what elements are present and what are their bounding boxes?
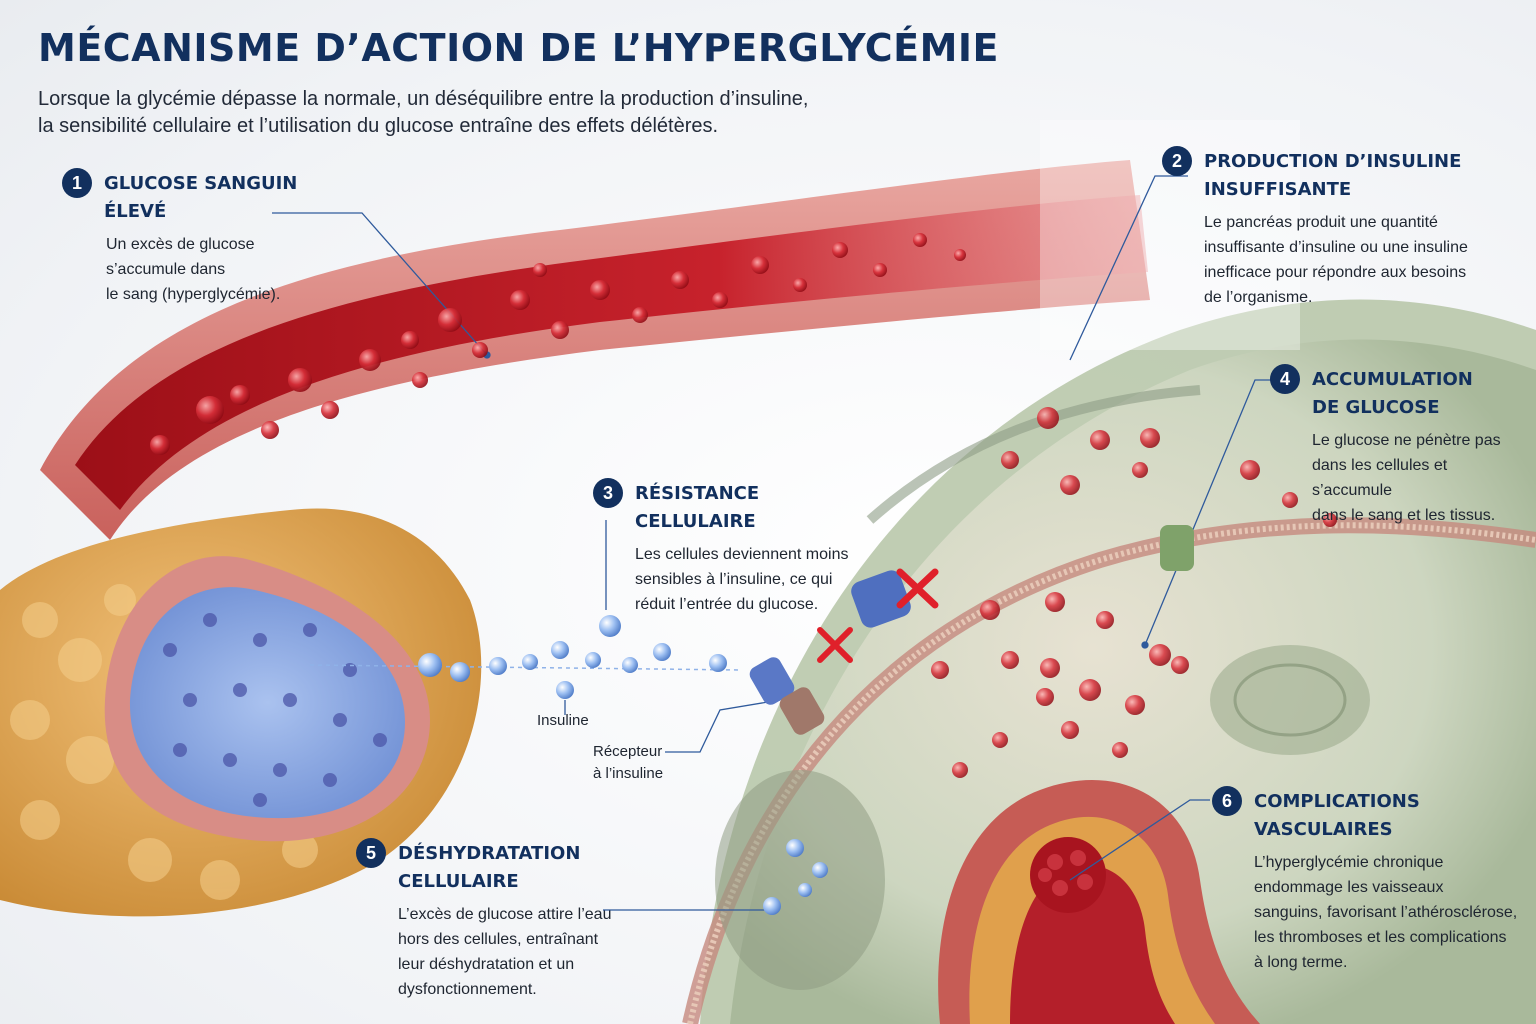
receptor-2 (779, 687, 825, 735)
damaged-vessel (938, 780, 1260, 1024)
callout-4: 4 ACCUMULATION DE GLUCOSE Le glucose ne … (1270, 364, 1520, 528)
callout-title: GLUCOSE SANGUIN ÉLEVÉ (104, 173, 298, 222)
thrombus (1030, 837, 1106, 913)
step-number-badge: 2 (1162, 146, 1192, 176)
page-title: MÉCANISME D’ACTION DE L’HYPERGLYCÉMIE (38, 26, 999, 70)
receptor-1 (749, 657, 795, 705)
leader-line-6 (1069, 799, 1210, 881)
pancreas (0, 508, 482, 917)
receptor-3 (851, 570, 911, 628)
callout-5: 5 DÉSHYDRATATION CELLULAIRE L’excès de g… (356, 838, 676, 1002)
callout-title: PRODUCTION D’INSULINE INSUFFISANTE (1204, 151, 1462, 200)
step-number-badge: 4 (1270, 364, 1300, 394)
subtitle-line: Lorsque la glycémie dépasse la normale, … (38, 88, 809, 110)
label-insuline: Insuline (537, 712, 589, 729)
callout-title: COMPLICATIONS VASCULAIRES (1254, 791, 1420, 840)
callout-title: RÉSISTANCE CELLULAIRE (635, 483, 760, 532)
subtitle-line: la sensibilité cellulaire et l’utilisati… (38, 115, 719, 137)
blocked-x-icon (817, 627, 853, 663)
step-number-badge: 1 (62, 168, 92, 198)
leader-line-2 (1069, 175, 1188, 361)
callout-body: L’excès de glucose attire l’eau hors des… (398, 906, 612, 998)
cell-cross-section (682, 299, 1536, 1024)
callout-body: L’hyperglycémie chronique endommage les … (1254, 854, 1518, 971)
organelle (1210, 645, 1370, 755)
insulin-receptors (749, 525, 1194, 735)
step-number-badge: 3 (593, 478, 623, 508)
glucose-molecules (150, 233, 1337, 778)
callout-body: Le glucose ne pénètre pas dans les cellu… (1312, 432, 1501, 524)
callout-body: Les cellules deviennent moins sensibles … (635, 546, 849, 613)
step-number-badge: 5 (356, 838, 386, 868)
leader-line-recepteur (665, 699, 781, 753)
blocked-x-icon (896, 568, 939, 609)
leader-line-1 (272, 212, 488, 356)
callout-3: 3 RÉSISTANCE CELLULAIRE Les cellules dev… (593, 478, 883, 617)
page-subtitle: Lorsque la glycémie dépasse la normale, … (38, 86, 858, 140)
insulin-molecules (309, 615, 828, 915)
callout-6: 6 COMPLICATIONS VASCULAIRES L’hyperglycé… (1212, 786, 1522, 975)
step-number-badge: 6 (1212, 786, 1242, 816)
islet-cells (129, 587, 405, 819)
callout-1: 1 GLUCOSE SANGUIN ÉLEVÉ Un excès de gluc… (62, 168, 362, 307)
callout-title: DÉSHYDRATATION CELLULAIRE (398, 843, 581, 892)
callout-title: ACCUMULATION DE GLUCOSE (1312, 369, 1473, 418)
callout-body: Un excès de glucose s’accumule dans le s… (106, 236, 281, 303)
nucleus (715, 770, 885, 990)
receptor-4 (1160, 525, 1194, 571)
callout-2: 2 PRODUCTION D’INSULINE INSUFFISANTE Le … (1162, 146, 1502, 310)
callout-body: Le pancréas produit une quantité insuffi… (1204, 214, 1468, 306)
label-recepteur: Récepteur à l’insuline (593, 743, 664, 782)
